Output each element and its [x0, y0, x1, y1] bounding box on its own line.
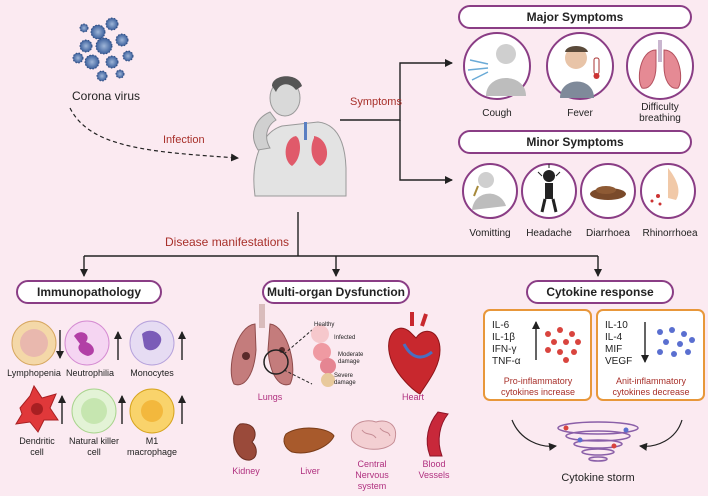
- natural-killer-cell-icon: [71, 388, 117, 434]
- cytokine-storm-label: Cytokine storm: [561, 472, 635, 484]
- vomitting-icon: [462, 163, 518, 219]
- liver-icon: [283, 427, 335, 454]
- symptom-vomitting-label: Vomitting: [469, 228, 511, 239]
- pro-cytokine-2: IL-1β: [492, 332, 515, 343]
- heart-icon: [388, 312, 441, 395]
- cytokine-response-header: Cytokine response: [526, 280, 674, 304]
- pro-cytokine-1: IL-6: [492, 320, 510, 331]
- lymphopenia-cell-icon: [11, 320, 57, 366]
- organ-cns-label: Central Nervous system: [355, 459, 389, 491]
- organ-kidney-label: Kidney: [232, 466, 260, 476]
- cell-monocytes-label: Monocytes: [130, 368, 174, 378]
- monocytes-cell-icon: [129, 320, 175, 366]
- symptom-cough-label: Cough: [482, 108, 512, 119]
- minor-symptoms-header: Minor Symptoms: [458, 130, 692, 154]
- anti-inflammatory-caption: Anit-inflammatory cytokines decrease: [612, 376, 690, 397]
- anti-inflammatory-dots: [657, 327, 695, 357]
- symptom-diarrhoea-label: Diarrhoea: [586, 228, 630, 239]
- difficulty-breathing-icon: [626, 32, 694, 100]
- anti-cytokine-4: VEGF: [605, 356, 633, 367]
- anti-cytokine-2: IL-4: [605, 332, 623, 343]
- anti-cytokine-1: IL-10: [605, 320, 628, 331]
- dendritic-cell-icon: [15, 384, 59, 433]
- m1-macrophage-cell-icon: [129, 388, 175, 434]
- lung-stage-healthy: Healthy: [314, 322, 335, 328]
- anti-cytokine-3: MIF: [605, 344, 623, 355]
- cell-lymphopenia-label: Lymphopenia: [7, 368, 61, 378]
- organ-liver-label: Liver: [300, 466, 320, 476]
- cell-nk-label: Natural killer cell: [68, 436, 119, 457]
- cell-m1-macrophage-label: M1 macrophage: [126, 436, 178, 457]
- headache-icon: [521, 163, 577, 219]
- symptom-difficulty-breathing-label: Difficulty breathing: [639, 102, 681, 124]
- multi-organ-header: Multi-organ Dysfunction: [262, 280, 410, 304]
- infection-label: Infection: [163, 134, 205, 146]
- pro-cytokine-3: IFN-γ: [492, 344, 517, 355]
- rhinorrhoea-icon: [640, 163, 696, 219]
- diarrhoea-icon: [580, 163, 636, 219]
- symptom-headache-label: Headache: [526, 228, 572, 239]
- organ-lungs-label: Lungs: [257, 392, 283, 402]
- brain-icon: [350, 420, 396, 450]
- cell-dendritic-label: Dendritic cell: [19, 436, 55, 457]
- major-symptoms-header: Major Symptoms: [458, 5, 692, 29]
- pro-cytokine-4: TNF-α: [492, 356, 521, 367]
- pro-inflammatory-caption: Pro-inflammatory cytokines increase: [500, 376, 576, 397]
- blood-vessel-icon: [426, 411, 449, 457]
- fever-icon: [546, 32, 614, 100]
- symptoms-label: Symptoms: [350, 96, 402, 108]
- cytokine-storm-icon: [557, 421, 639, 462]
- symptom-fever-label: Fever: [567, 108, 593, 119]
- lung-stage-severe: Severe damage: [334, 373, 356, 386]
- pro-inflammatory-dots: [545, 327, 581, 363]
- virus-label: Corona virus: [71, 89, 141, 103]
- patient-figure-icon: [253, 76, 347, 197]
- disease-manifestations-label: Disease manifestations: [165, 235, 290, 249]
- immunopathology-header: Immunopathology: [16, 280, 162, 304]
- organ-blood-vessels-label: Blood Vessels: [418, 459, 450, 480]
- cough-icon: [463, 32, 531, 100]
- kidney-icon: [233, 423, 257, 461]
- neutrophilia-cell-icon: [64, 320, 110, 366]
- symptom-rhinorrhoea-label: Rhinorrhoea: [642, 228, 698, 239]
- infection-arrow: [69, 107, 239, 162]
- lung-stage-moderate: Moderate damage: [338, 352, 364, 365]
- lungs-icon: [230, 304, 336, 387]
- virus-cluster-icon: [72, 17, 134, 82]
- cell-neutrophilia-label: Neutrophilia: [65, 368, 115, 378]
- organ-heart-label: Heart: [401, 392, 425, 402]
- lung-stage-infected: Infected: [334, 335, 356, 341]
